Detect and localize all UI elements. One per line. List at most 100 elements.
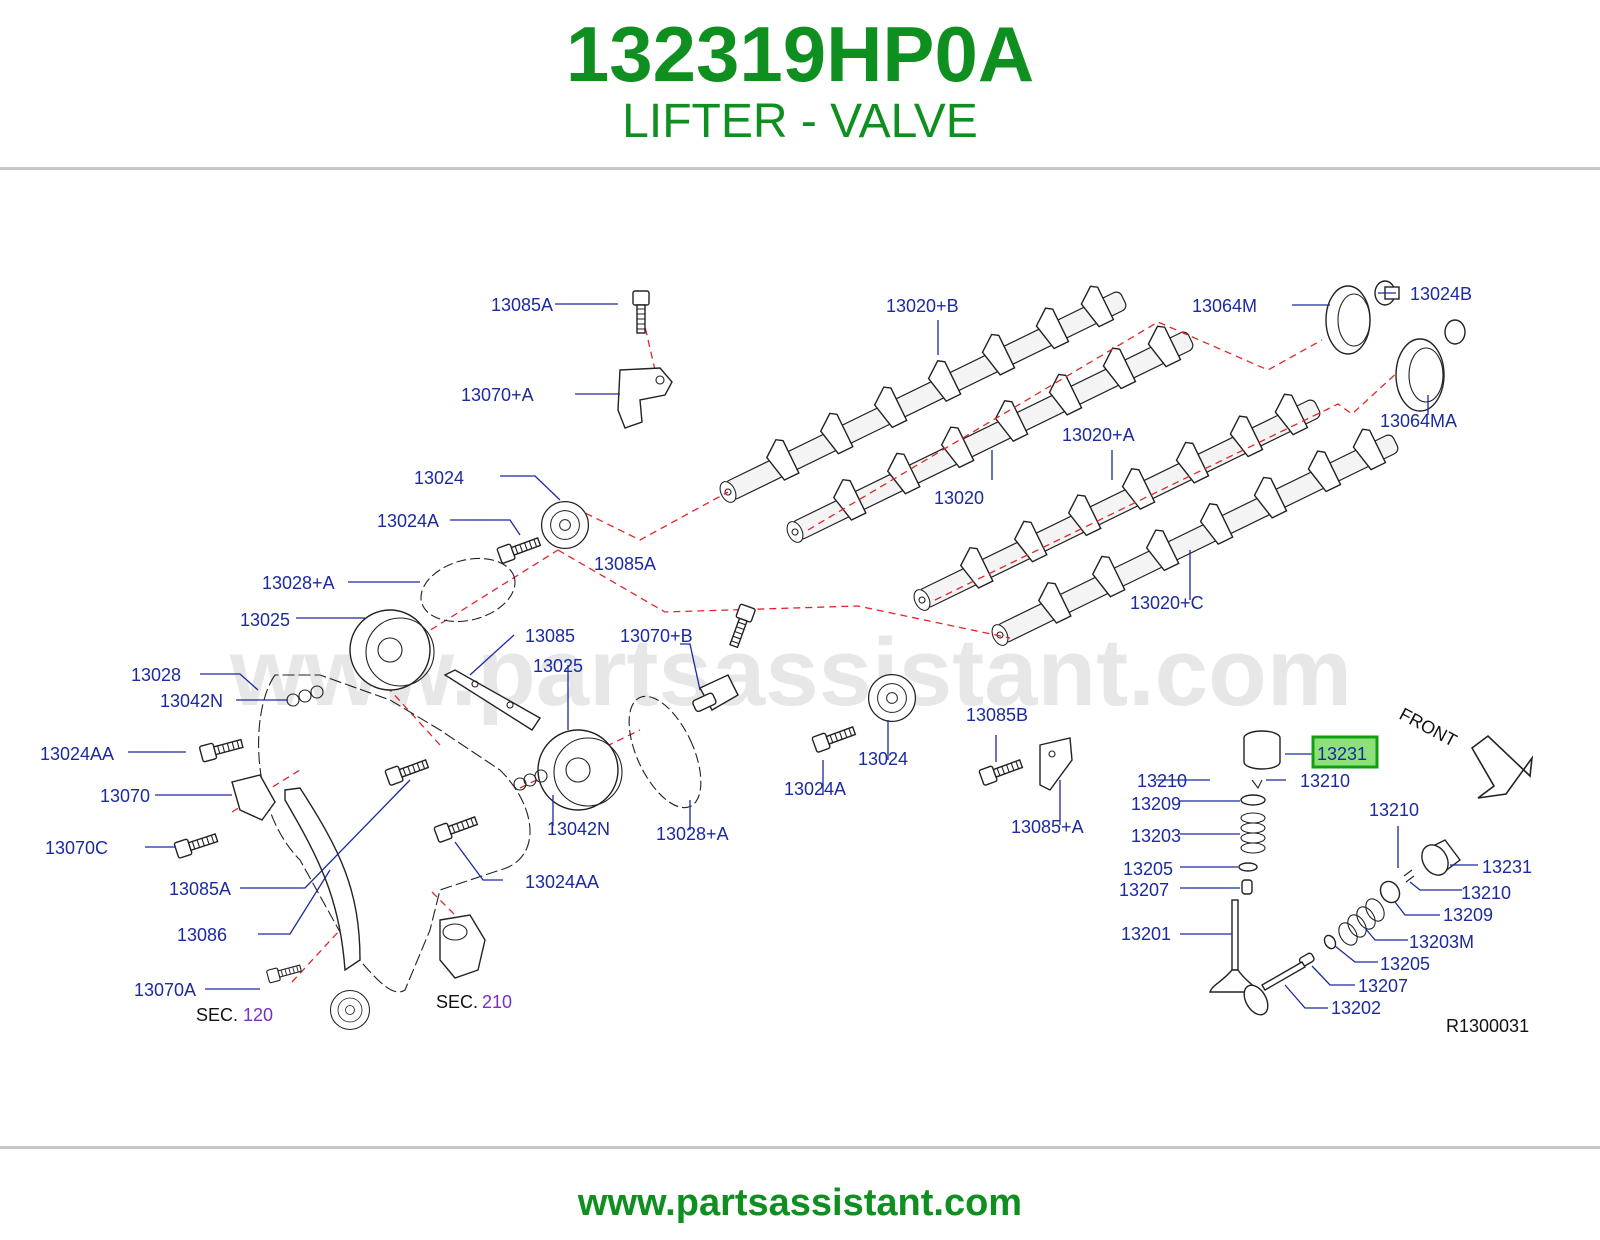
label-13231-b[interactable]: 13231	[1482, 857, 1532, 877]
label-sec-210-number[interactable]: 210	[482, 992, 512, 1012]
label-13024a-top[interactable]: 13024A	[377, 511, 439, 531]
sprocket-sec120[interactable]	[329, 989, 371, 1031]
label-13024a-mid[interactable]: 13024A	[784, 779, 846, 799]
label-13207-b[interactable]: 13207	[1358, 976, 1408, 996]
label-13070[interactable]: 13070	[100, 786, 150, 806]
label-13024aa-mid[interactable]: 13024AA	[525, 872, 599, 892]
label-13085-a-right[interactable]: 13085+A	[1011, 817, 1084, 837]
valve-collet-13210[interactable]	[1251, 779, 1263, 790]
tensioner-sec210[interactable]	[439, 914, 486, 979]
sprocket-13064ma[interactable]	[1395, 338, 1445, 412]
label-13020[interactable]: 13020	[934, 488, 984, 508]
label-13085[interactable]: 13085	[525, 626, 575, 646]
label-13070a[interactable]: 13070A	[134, 980, 196, 1000]
label-13085b[interactable]: 13085B	[966, 705, 1028, 725]
label-13231-highlighted[interactable]: 13231	[1317, 744, 1367, 764]
highlight-box-13231	[1311, 735, 1379, 769]
tensioner-13070-a[interactable]	[617, 367, 673, 429]
guide-13086[interactable]	[284, 787, 361, 972]
label-13024-top[interactable]: 13024	[414, 468, 464, 488]
diagram-reference-code: R1300031	[1446, 1016, 1529, 1036]
part-name-subtitle: LIFTER - VALVE	[622, 95, 978, 148]
label-13025-mid[interactable]: 13025	[533, 656, 583, 676]
bolt-13024aa-left[interactable]	[198, 735, 245, 763]
bolt-13085a-low[interactable]	[384, 755, 431, 787]
tensioner-13070[interactable]	[231, 774, 276, 821]
bolt-13024b-lower[interactable]	[1444, 319, 1466, 345]
label-13064m[interactable]: 13064M	[1192, 296, 1257, 316]
label-13085a-top[interactable]: 13085A	[491, 295, 553, 315]
front-label: FRONT	[1396, 704, 1460, 751]
chain-13028[interactable]	[258, 674, 531, 993]
valve-collet-13210-second[interactable]	[1403, 869, 1415, 883]
sprocket-13025-left[interactable]	[349, 609, 435, 691]
label-13025-left[interactable]: 13025	[240, 610, 290, 630]
label-13024b[interactable]: 13024B	[1410, 284, 1472, 304]
label-13210-a[interactable]: 13210	[1137, 771, 1187, 791]
label-13070-a[interactable]: 13070+A	[461, 385, 534, 405]
label-13024-mid[interactable]: 13024	[858, 749, 908, 769]
tensioner-13070-b[interactable]	[692, 674, 739, 713]
bolt-13070c[interactable]	[173, 829, 220, 860]
bolt-13085a-top[interactable]	[632, 290, 650, 334]
label-sec-210-prefix: SEC.	[436, 992, 478, 1012]
bolt-13024a-top[interactable]	[496, 533, 543, 565]
guide-13085-a-right[interactable]	[1039, 737, 1073, 791]
label-13070-b[interactable]: 13070+B	[620, 626, 693, 646]
label-13203[interactable]: 13203	[1131, 826, 1181, 846]
header: 132319HP0A LIFTER - VALVE	[0, 0, 1600, 170]
parts-diagram: www.partsassistant.com	[40, 280, 1534, 1036]
spring-seat-13205-second[interactable]	[1322, 933, 1338, 950]
label-13070c[interactable]: 13070C	[45, 838, 108, 858]
label-13202[interactable]: 13202	[1331, 998, 1381, 1018]
spring-seat-13205[interactable]	[1238, 862, 1258, 872]
chain-13028a-top[interactable]	[414, 549, 522, 632]
sprocket-13024-top[interactable]	[540, 500, 590, 550]
label-13024aa-left[interactable]: 13024AA	[40, 744, 114, 764]
damper-13042n-mid[interactable]	[513, 769, 548, 791]
valve-lifter-13231-main[interactable]	[1243, 730, 1281, 770]
label-13205-a[interactable]: 13205	[1123, 859, 1173, 879]
label-13020-c[interactable]: 13020+C	[1130, 593, 1204, 613]
valve-lifter-13231-second[interactable]	[1417, 839, 1461, 880]
footer-divider	[0, 1146, 1600, 1149]
valve-seal-13207[interactable]	[1241, 879, 1253, 895]
label-13085a-mid[interactable]: 13085A	[594, 554, 656, 574]
label-13201[interactable]: 13201	[1121, 924, 1171, 944]
bolt-13024aa-mid[interactable]	[433, 812, 480, 844]
bolt-13085b[interactable]	[978, 755, 1025, 787]
label-13210-d[interactable]: 13210	[1461, 883, 1511, 903]
spring-retainer-13209-second[interactable]	[1377, 878, 1404, 906]
label-13209-a[interactable]: 13209	[1131, 794, 1181, 814]
label-13207-a[interactable]: 13207	[1119, 880, 1169, 900]
footer-url-link[interactable]: www.partsassistant.com	[577, 1182, 1023, 1224]
part-number-title: 132319HP0A	[565, 10, 1035, 98]
valve-13201[interactable]	[1209, 899, 1260, 993]
label-13042n-mid[interactable]: 13042N	[547, 819, 610, 839]
label-13210-c[interactable]: 13210	[1369, 800, 1419, 820]
label-13210-b[interactable]: 13210	[1300, 771, 1350, 791]
label-13020-b[interactable]: 13020+B	[886, 296, 959, 316]
label-13209-b[interactable]: 13209	[1443, 905, 1493, 925]
label-13205-b[interactable]: 13205	[1380, 954, 1430, 974]
valve-spring-13203[interactable]	[1240, 812, 1266, 854]
label-13203m[interactable]: 13203M	[1409, 932, 1474, 952]
sprocket-13024-mid[interactable]	[867, 673, 917, 723]
label-13020-a[interactable]: 13020+A	[1062, 425, 1135, 445]
label-13028[interactable]: 13028	[131, 665, 181, 685]
valve-spring-13203m[interactable]	[1335, 896, 1388, 949]
bolt-13024a-mid[interactable]	[811, 722, 858, 754]
label-sec-120-number[interactable]: 120	[243, 1005, 273, 1025]
label-13064ma[interactable]: 13064MA	[1380, 411, 1457, 431]
label-13085a-low[interactable]: 13085A	[169, 879, 231, 899]
sprocket-13025-mid[interactable]	[537, 729, 623, 811]
bolt-13070a[interactable]	[265, 961, 303, 984]
spring-retainer-13209[interactable]	[1240, 794, 1266, 806]
label-13086[interactable]: 13086	[177, 925, 227, 945]
label-13028-a-top[interactable]: 13028+A	[262, 573, 335, 593]
sprocket-13064m[interactable]	[1325, 285, 1371, 355]
label-13028-a-mid[interactable]: 13028+A	[656, 824, 729, 844]
valve-13202[interactable]	[1239, 961, 1306, 1019]
label-13042n-left[interactable]: 13042N	[160, 691, 223, 711]
guide-13085[interactable]	[443, 669, 542, 731]
